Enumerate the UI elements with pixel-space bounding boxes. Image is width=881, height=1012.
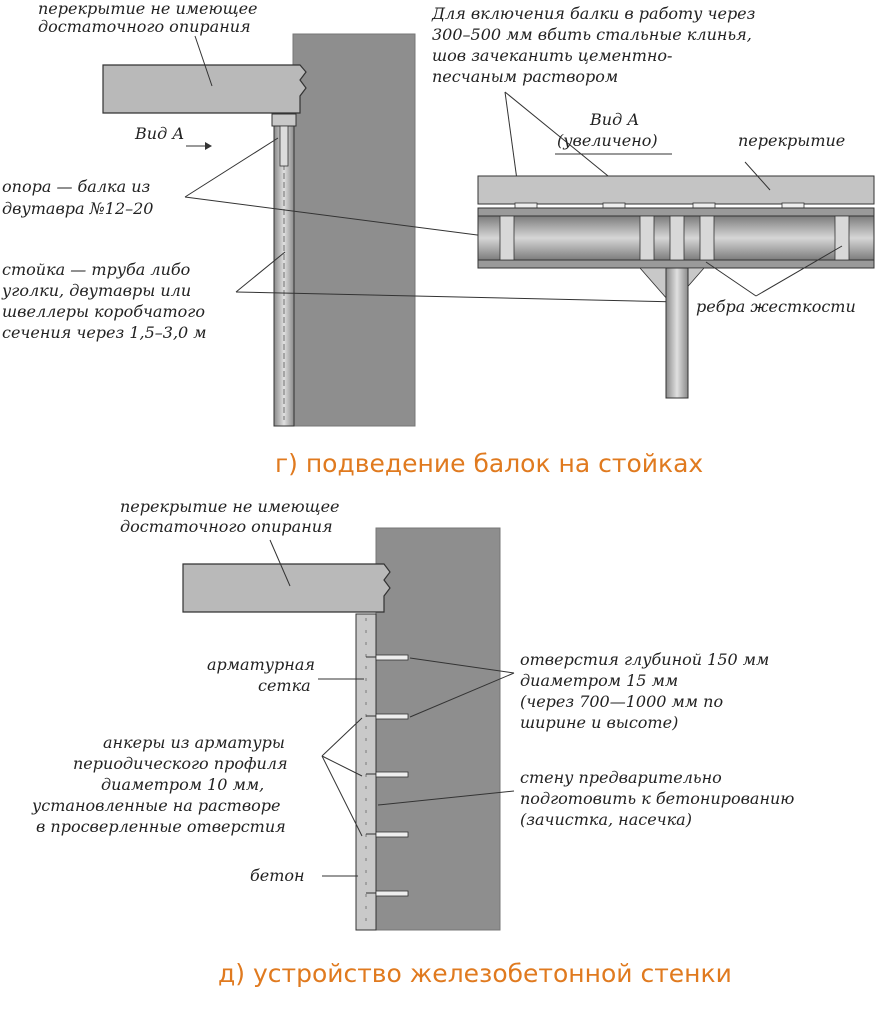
- view-a-slab: [477, 175, 875, 205]
- beam-top-flange: [477, 207, 875, 217]
- stiffener-rib: [834, 215, 850, 261]
- bottom-slab-label: перекрытие не имеющее достаточного опира…: [120, 497, 345, 536]
- view-a-label: Вид А: [134, 124, 184, 143]
- view-arrow-head: [205, 142, 212, 150]
- beam-web: [279, 125, 289, 167]
- leader-floor: [744, 161, 771, 191]
- leader-ribs-1: [705, 261, 757, 297]
- wedge: [692, 202, 716, 209]
- wedge: [781, 202, 805, 209]
- wedge: [602, 202, 626, 209]
- leader-post-1: [235, 251, 286, 293]
- leader-slab-bottom: [269, 539, 291, 587]
- top-slab-label: перекрытие не имеющее достаточного опира…: [38, 0, 263, 36]
- brick-wall-bottom: [375, 527, 501, 931]
- bottom-diagram: перекрытие не имеющее достаточного опира…: [31, 497, 799, 988]
- wedge-note: Для включения балки в работу через 300–5…: [431, 4, 760, 86]
- view-a-zoom-label: Вид А (увеличено): [557, 110, 658, 150]
- stiffener-rib: [669, 215, 685, 261]
- ribs-label: ребра жесткости: [696, 297, 856, 316]
- stiffener-rib: [639, 215, 655, 261]
- leader-anchor-2: [321, 755, 363, 777]
- anchor-bar: [375, 654, 409, 661]
- leader-holes-2: [409, 672, 515, 718]
- leader-holes-1: [409, 657, 515, 674]
- leader-support-2: [184, 196, 486, 237]
- anchors-label: анкеры из арматуры периодического профил…: [31, 733, 293, 836]
- support-label: опора — балка из двутавра №12–20: [2, 177, 155, 218]
- leader-support-1: [184, 137, 279, 198]
- anchor-bar: [375, 771, 409, 778]
- stiffener-rib: [499, 215, 515, 261]
- wedge: [514, 202, 538, 209]
- leader-post-2: [235, 291, 681, 303]
- caption-top: г) подведение балок на стойках: [275, 449, 703, 478]
- floor-slab: [102, 64, 307, 114]
- concrete-label: бетон: [250, 866, 305, 885]
- leader-anchor-3: [321, 755, 363, 837]
- floor-label: перекрытие: [738, 131, 845, 150]
- anchors: [366, 654, 409, 897]
- caption-bottom: д) устройство железобетонной стенки: [218, 959, 732, 988]
- mesh-label: арматурная сетка: [207, 655, 320, 695]
- floor-slab-bottom: [182, 563, 391, 613]
- anchor-bar: [375, 831, 409, 838]
- view-a-post: [665, 267, 689, 399]
- prep-label: стену предварительно подготовить к бетон…: [520, 768, 799, 829]
- beam-bottom-flange: [477, 259, 875, 269]
- top-diagram: перекрытие не имеющее достаточного опира…: [1, 0, 875, 478]
- stiffener-rib: [699, 215, 715, 261]
- leader-slab: [194, 35, 213, 87]
- brick-wall: [292, 33, 416, 427]
- post-label: стойка — труба либо уголки, двутавры или…: [1, 260, 210, 342]
- gusset-left: [639, 267, 669, 302]
- leader-anchor-1: [321, 717, 363, 757]
- anchor-bar: [375, 890, 409, 897]
- leader-ribs-2: [755, 245, 843, 297]
- view-a-drawing: [477, 161, 875, 399]
- anchor-bar: [375, 713, 409, 720]
- leader-prep: [377, 790, 515, 806]
- holes-label: отверстия глубиной 150 мм диаметром 15 м…: [520, 650, 774, 732]
- beam-section: [271, 113, 297, 127]
